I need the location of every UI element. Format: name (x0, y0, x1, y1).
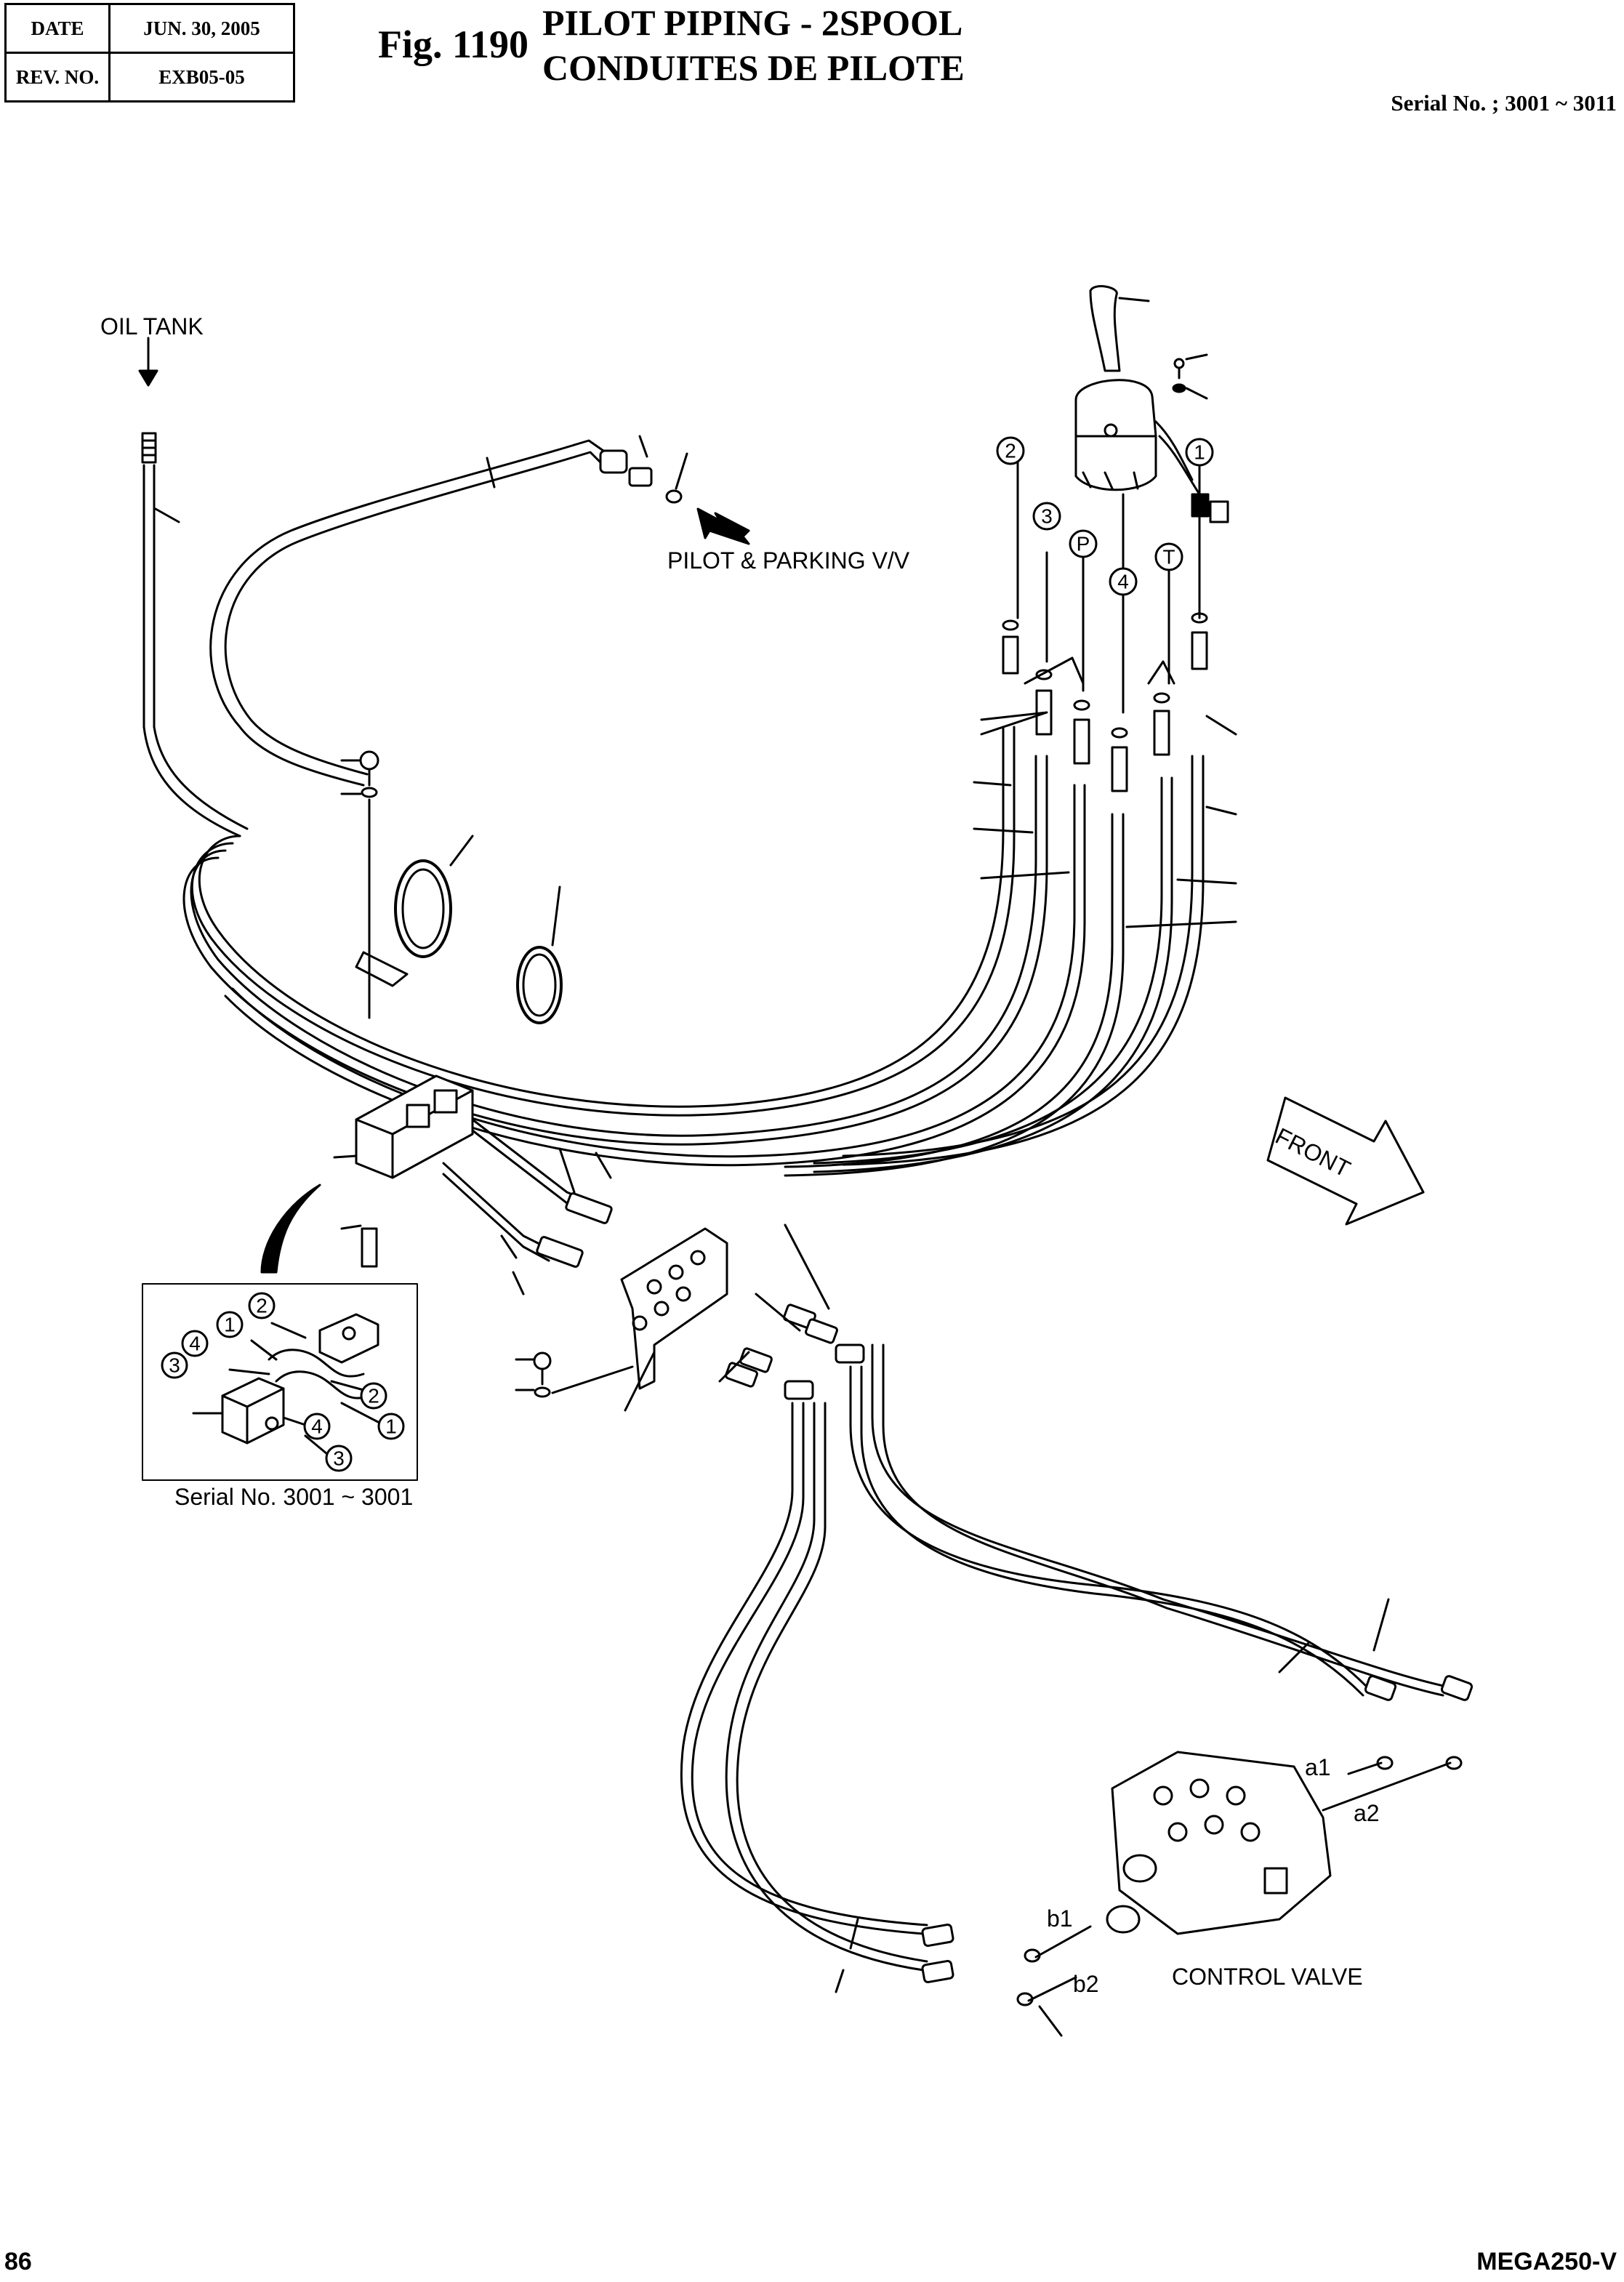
pilot-parking-line (209, 435, 750, 787)
svg-text:P: P (1077, 533, 1090, 555)
joystick-fittings (980, 612, 1237, 792)
port-callout-1 (1185, 438, 1214, 467)
svg-text:4: 4 (311, 1415, 323, 1438)
svg-text:3: 3 (169, 1354, 180, 1377)
joystick-port-callouts: 1 2 3 4 P T (996, 436, 1214, 596)
bracket-hoses (442, 1118, 613, 1295)
port-callout-3 (1032, 502, 1061, 531)
svg-text:2: 2 (368, 1385, 379, 1407)
oil-tank-label: OIL TANK (100, 313, 204, 340)
svg-text:3: 3 (333, 1447, 345, 1470)
port-callout-2 (996, 436, 1025, 465)
oil-tank-line (138, 337, 249, 837)
clamp-block (260, 1074, 474, 1274)
joystick-hoses (182, 726, 1237, 1177)
title-french: CONDUITES DE PILOTE (542, 47, 965, 88)
svg-text:2: 2 (256, 1295, 268, 1317)
inset-pointer-arrow-icon (260, 1184, 321, 1274)
inset-callouts: 2 1 4 3 2 1 4 3 (161, 1292, 405, 1472)
svg-text:2: 2 (1005, 440, 1016, 462)
pilot-arrow-icon (696, 507, 750, 545)
figure-title: PILOT PIPING - 2SPOOL CONDUITES DE PILOT… (542, 0, 965, 90)
port-a2-label: a2 (1354, 1800, 1380, 1826)
rev-value: EXB05-05 (108, 52, 295, 103)
date-label: DATE (4, 3, 110, 54)
svg-text:4: 4 (189, 1333, 201, 1355)
date-value: JUN. 30, 2005 (108, 3, 295, 54)
inset-serial-label: Serial No. 3001 ~ 3001 (174, 1484, 413, 1510)
page-number: 86 (4, 2248, 32, 2275)
port-b1-label: b1 (1047, 1905, 1073, 1932)
svg-text:1: 1 (1194, 441, 1205, 464)
control-valve-hoses (680, 1343, 1474, 1993)
pilot-parking-label: PILOT & PARKING V/V (667, 547, 910, 574)
revision-table: DATE JUN. 30, 2005 REV. NO. EXB05-05 (4, 3, 295, 103)
svg-text:4: 4 (1117, 571, 1129, 593)
port-callout-4 (1109, 567, 1138, 596)
clamp-inset (142, 1283, 418, 1481)
rev-label: REV. NO. (4, 52, 110, 103)
hose-clamps (340, 750, 563, 1024)
svg-text:T: T (1162, 546, 1175, 569)
control-valve-label: CONTROL VALVE (1172, 1964, 1363, 1990)
front-direction-arrow (1266, 1096, 1425, 1226)
svg-text:1: 1 (224, 1314, 236, 1336)
port-callout-t (1154, 542, 1183, 571)
svg-text:1: 1 (385, 1415, 397, 1438)
valve-bracket (515, 1227, 728, 1412)
joystick-assembly (1016, 285, 1229, 714)
svg-text:3: 3 (1041, 505, 1053, 528)
port-callout-p (1069, 529, 1098, 558)
control-valve (1016, 1751, 1463, 2037)
title-english: PILOT PIPING - 2SPOOL (542, 2, 963, 43)
port-a1-label: a1 (1305, 1754, 1331, 1780)
port-b2-label: b2 (1073, 1971, 1099, 1997)
serial-range: Serial No. ; 3001 ~ 3011 (1391, 90, 1617, 116)
bracket-fittings (718, 1224, 865, 1400)
figure-number: Fig. 1190 (378, 23, 529, 66)
model-name: MEGA250-V (1476, 2248, 1617, 2275)
oil-tank-arrow-icon (138, 337, 158, 387)
